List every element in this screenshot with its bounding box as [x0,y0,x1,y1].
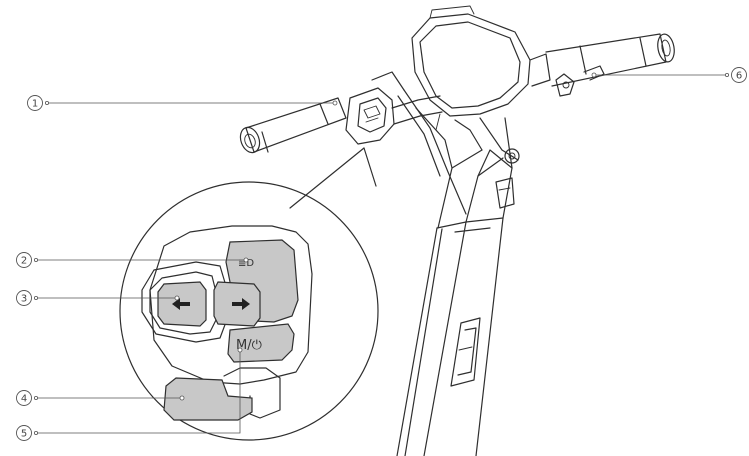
callout-4: 4 [16,390,185,406]
mode-power-button[interactable] [227,323,295,363]
callout-number: 5 [21,429,27,440]
callout-number: 1 [32,99,38,110]
scooter-neck [415,107,520,229]
callout-number: 4 [21,394,27,405]
left-arrow-icon [172,298,190,310]
callouts: 1 2 3 4 [16,67,747,441]
light-button-label: ≣D [238,258,254,269]
throttle-lever[interactable] [163,377,253,421]
mode-power-label: M/⏻ [236,338,262,353]
magnifier-circle [119,181,379,441]
callout-3: 3 [16,290,180,306]
scooter-display [411,5,531,131]
callout-5: 5 [16,347,243,441]
right-arrow-icon [232,298,250,310]
scooter-stem [396,217,504,456]
callout-1: 1 [27,95,338,111]
right-handlebar [529,33,675,97]
callout-number: 6 [736,71,742,82]
scooter-illustration [239,5,675,456]
left-handlebar [239,71,467,215]
callout-6: 6 [591,67,747,83]
callout-number: 2 [21,256,27,267]
magnified-control-detail: ≣D M/⏻ [119,147,379,441]
callout-2: 2 [16,252,249,268]
callout-number: 3 [21,294,27,305]
